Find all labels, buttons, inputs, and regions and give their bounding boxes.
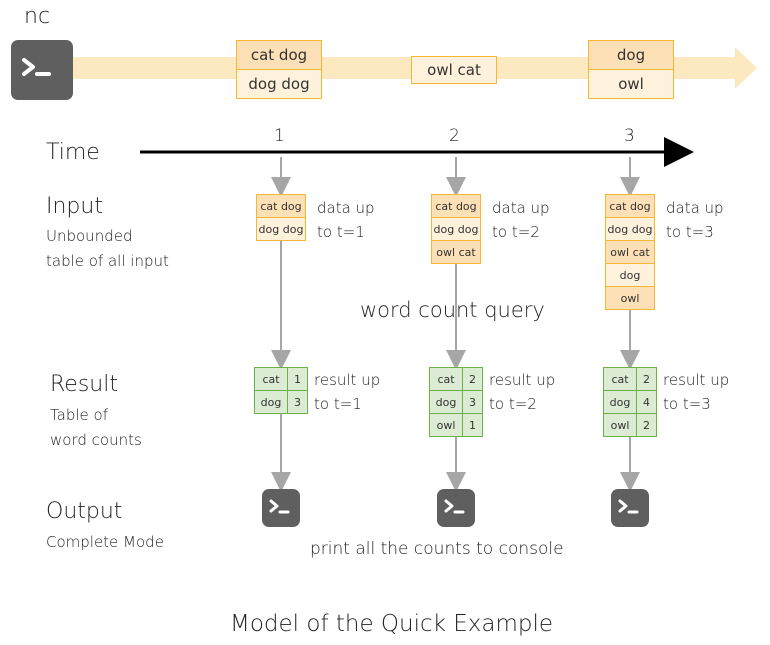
input-table-3-row-1: cat dog — [605, 194, 655, 218]
result-table-2-word-2: dog — [429, 390, 463, 414]
result-table-3-count-2: 4 — [636, 390, 657, 414]
stream-batch-3-row-2: owl — [588, 69, 674, 99]
input-table-3-row-5: owl — [605, 286, 655, 310]
nc-terminal-icon — [11, 40, 73, 100]
result-table-3-word-2: dog — [603, 390, 637, 414]
input-note-1-line-1: data up — [317, 199, 375, 217]
result-table-1-count-2: 3 — [287, 390, 308, 414]
input-table-3-row-2: dog dog — [605, 217, 655, 241]
result-table-3-count-1: 2 — [636, 367, 657, 391]
stream-batch-3-row-1: dog — [588, 40, 674, 70]
result-table-3-word-3: owl — [603, 413, 637, 437]
input-title: Input — [46, 194, 103, 219]
time-tick-3: 3 — [624, 126, 635, 146]
input-note-3-line-2: to t=3 — [666, 223, 714, 241]
input-subtitle-line-1: Unbounded — [46, 227, 133, 245]
input-note-2-line-1: data up — [492, 199, 550, 217]
input-subtitle-line-2: table of all input — [46, 252, 169, 270]
console-terminal-icon-3 — [611, 489, 649, 527]
stream-batch-1-row-2: dog dog — [236, 69, 322, 99]
result-note-1-line-1: result up — [314, 371, 381, 389]
input-table-3-row-4: dog — [605, 263, 655, 287]
stream-band-arrow — [40, 47, 757, 89]
input-table-3-row-3: owl cat — [605, 240, 655, 264]
result-table-3-count-3: 2 — [636, 413, 657, 437]
result-table-2-count-3: 1 — [462, 413, 483, 437]
source-label: nc — [24, 4, 51, 29]
figure-caption: Model of the Quick Example — [230, 611, 554, 637]
result-note-3-line-2: to t=3 — [663, 395, 711, 413]
stream-batch-1-row-1: cat dog — [236, 40, 322, 70]
input-table-1-row-1: cat dog — [256, 194, 306, 218]
result-table-2-count-2: 3 — [462, 390, 483, 414]
time-tick-2: 2 — [449, 126, 460, 146]
output-caption: print all the counts to console — [310, 539, 564, 559]
result-table-2-word-3: owl — [429, 413, 463, 437]
result-table-2-word-1: cat — [429, 367, 463, 391]
input-table-1-row-2: dog dog — [256, 217, 306, 241]
input-table-2-row-3: owl cat — [431, 240, 481, 264]
result-table-1-word-2: dog — [254, 390, 288, 414]
console-terminal-icon-1 — [262, 489, 300, 527]
console-terminal-icon-2 — [437, 489, 475, 527]
query-label: word count query — [360, 298, 545, 322]
input-note-1-line-2: to t=1 — [317, 223, 365, 241]
result-title: Result — [50, 372, 118, 397]
input-table-2-row-2: dog dog — [431, 217, 481, 241]
output-subtitle: Complete Mode — [46, 533, 164, 551]
result-table-1-word-1: cat — [254, 367, 288, 391]
stream-batch-2-row-1: owl cat — [411, 56, 497, 84]
result-table-1-count-1: 1 — [287, 367, 308, 391]
input-note-3-line-1: data up — [666, 199, 724, 217]
result-table-2-count-1: 2 — [462, 367, 483, 391]
result-table-3-word-1: cat — [603, 367, 637, 391]
time-label: Time — [46, 140, 100, 165]
result-note-1-line-2: to t=1 — [314, 395, 362, 413]
input-note-2-line-2: to t=2 — [492, 223, 540, 241]
output-title: Output — [46, 499, 123, 524]
result-subtitle-line-2: word counts — [50, 431, 142, 449]
result-note-2-line-2: to t=2 — [489, 395, 537, 413]
result-note-3-line-1: result up — [663, 371, 730, 389]
result-subtitle-line-1: Table of — [50, 406, 109, 424]
input-table-2-row-1: cat dog — [431, 194, 481, 218]
result-note-2-line-1: result up — [489, 371, 556, 389]
time-tick-1: 1 — [274, 126, 285, 146]
